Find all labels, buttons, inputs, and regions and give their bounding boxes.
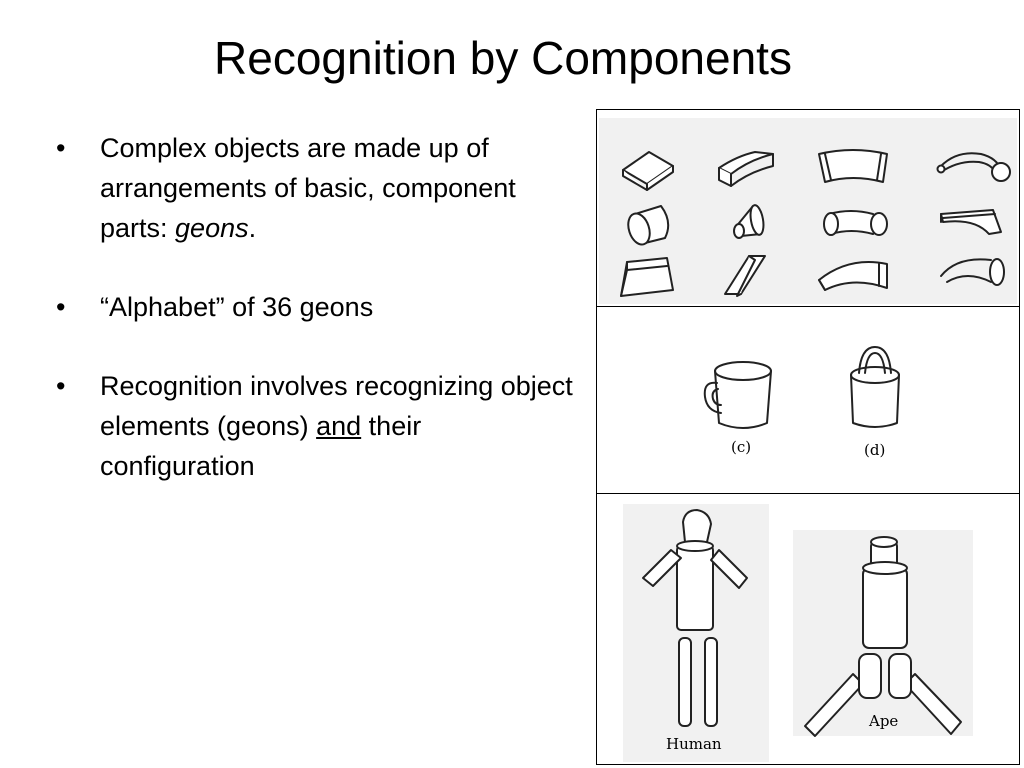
- ape-figure-icon: [804, 536, 962, 737]
- human-figure-icon: [642, 509, 748, 727]
- curved-slab-icon: [718, 151, 774, 187]
- wedge-block-icon: [622, 151, 674, 191]
- mug-icon: [703, 361, 772, 429]
- bullet-item: • “Alphabet” of 36 geons: [56, 287, 576, 327]
- cone-icon: [733, 204, 765, 239]
- trapezoid-block-icon: [620, 257, 674, 297]
- human-ape-icon: [642, 509, 962, 737]
- slide-title: Recognition by Components: [214, 32, 792, 84]
- caption-c: (c): [731, 438, 752, 456]
- bullet-emphasis: geons: [175, 213, 249, 243]
- parallelepiped-icon: [724, 255, 766, 297]
- curved-cylinder-icon: [940, 258, 1005, 286]
- caption-ape: Ape: [869, 712, 899, 730]
- bullet-text: Complex objects are made up of arrangeme…: [100, 133, 516, 243]
- bullet-item: • Complex objects are made up of arrange…: [56, 128, 576, 248]
- cylinder-icon: [627, 205, 670, 246]
- bullet-underline: and: [316, 411, 362, 441]
- caption-human: Human: [666, 735, 722, 753]
- geons-panel: [597, 110, 1019, 307]
- geon-shapes-icon: [620, 149, 1011, 297]
- tapered-tube-icon: [823, 210, 888, 236]
- bullet-marker: •: [56, 292, 66, 322]
- bullet-item: • Recognition involves recognizing objec…: [56, 366, 576, 486]
- caption-d: (d): [864, 441, 886, 459]
- bucket-icon: [850, 346, 900, 428]
- bullet-marker: •: [56, 133, 66, 163]
- curved-bar-icon: [940, 209, 1002, 235]
- mug-bucket-icon: [703, 346, 900, 429]
- curved-tube-icon: [936, 152, 1011, 182]
- bullet-tail: .: [248, 213, 257, 243]
- bullet-tail: their configuration: [100, 411, 422, 481]
- curved-box-icon: [818, 149, 888, 183]
- bullet-marker: •: [56, 371, 66, 401]
- figures-panel: Human Ape: [597, 494, 1019, 764]
- bullet-text: “Alphabet” of 36 geons: [100, 292, 374, 322]
- arched-slab-icon: [818, 261, 888, 291]
- objects-panel: (c) (d): [597, 307, 1019, 494]
- geon-figure: (c) (d): [596, 109, 1020, 765]
- bullet-list: • Complex objects are made up of arrange…: [56, 128, 576, 525]
- bullet-text: Recognition involves recognizing object …: [100, 371, 573, 441]
